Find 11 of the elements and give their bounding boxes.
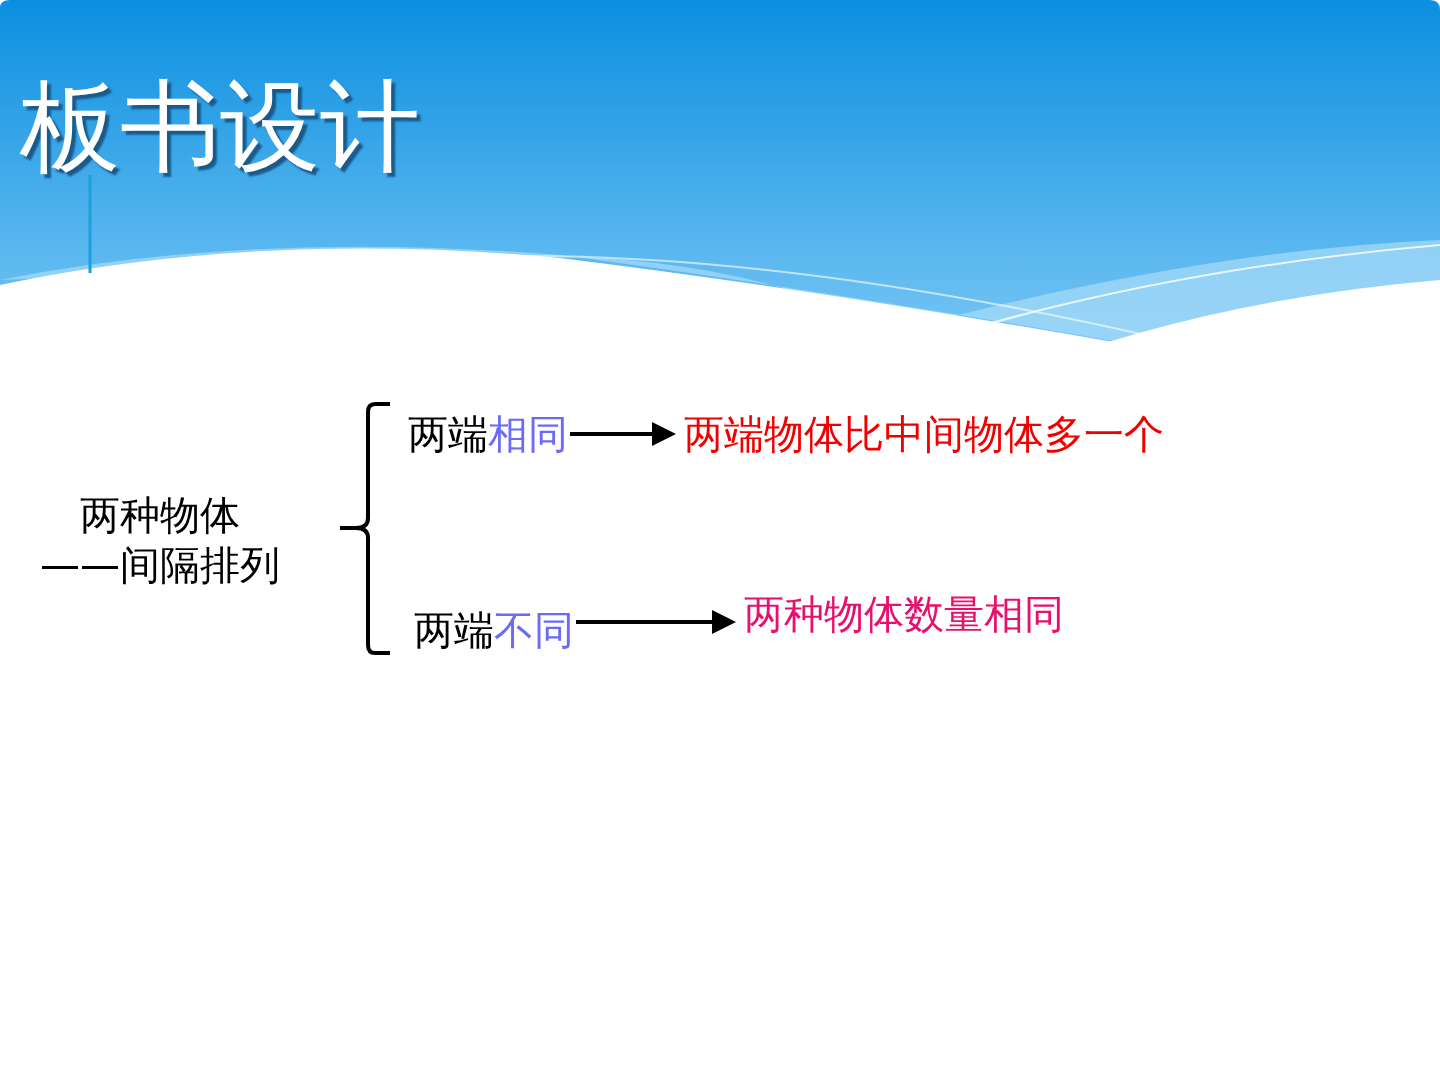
arrow (576, 610, 736, 634)
topic-text: 两种物体 (79, 491, 241, 540)
case-text: 两端 (414, 606, 494, 655)
result-text: 两种物体数量相同 (744, 590, 1064, 639)
result-text: 两端物体比中间物体多一个 (684, 410, 1164, 459)
topic-text: ——间隔排列 (40, 541, 280, 590)
case-text: 两端 (408, 410, 488, 459)
arrow (570, 422, 676, 446)
title: 板书设计 (20, 67, 420, 187)
case-text: 相同 (488, 410, 568, 459)
case-text: 不同 (494, 606, 574, 655)
